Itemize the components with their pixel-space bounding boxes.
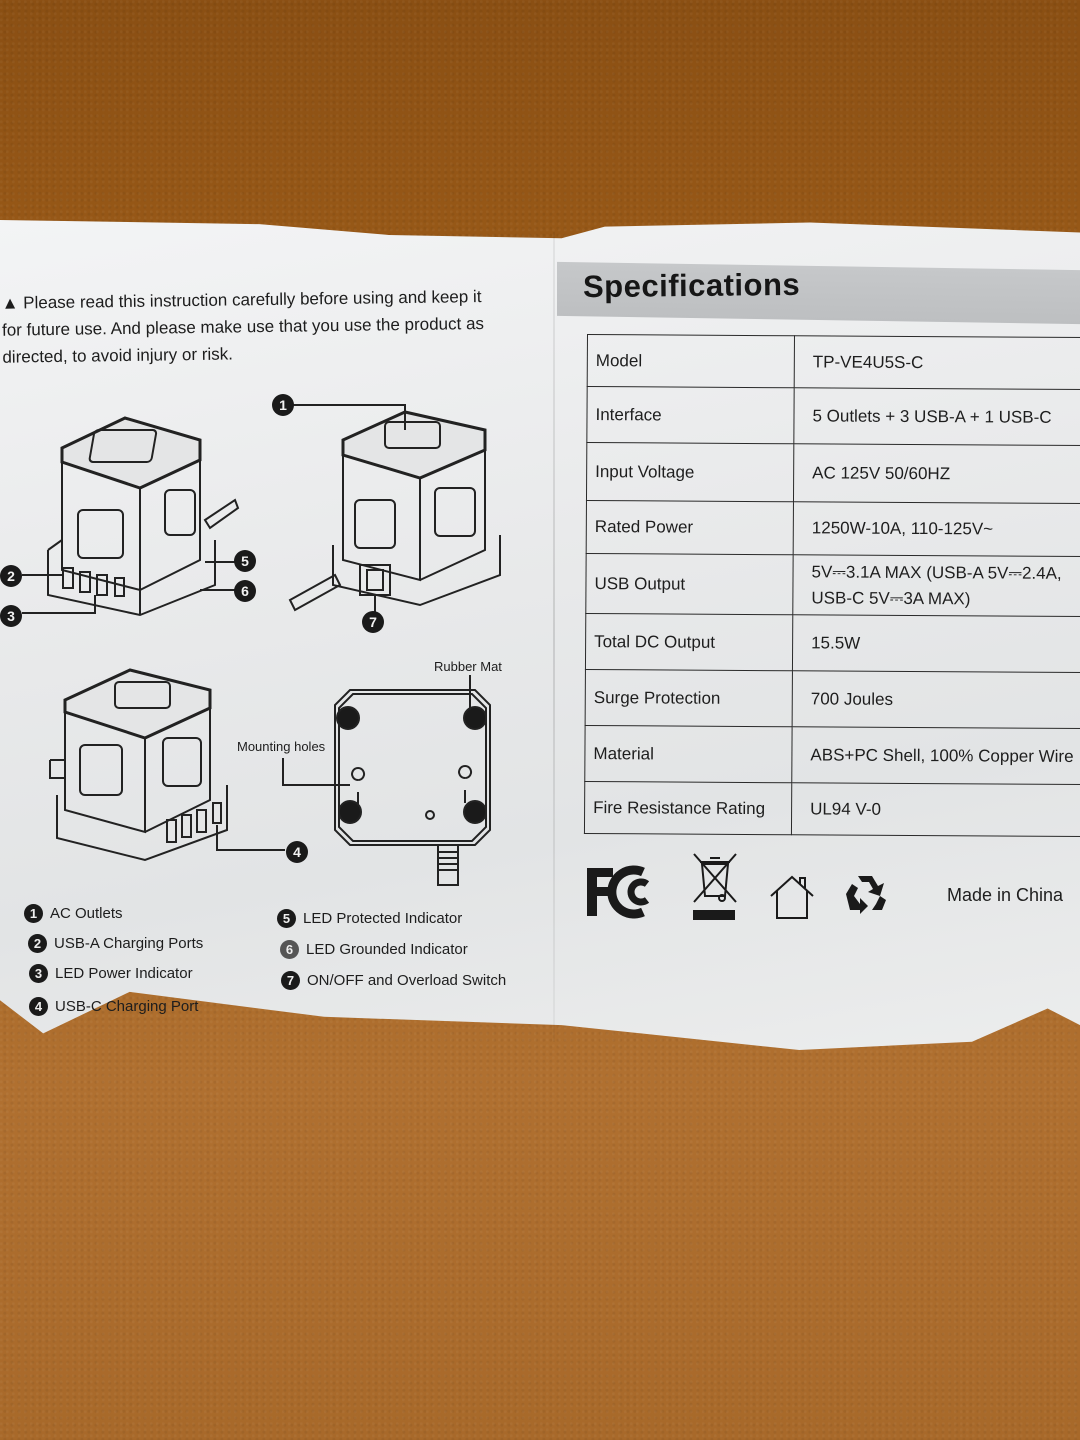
legend-number: 2 [28,934,47,953]
power-cube-front-view-diagram [22,416,240,617]
legend-number: 6 [280,940,299,959]
legend-label: AC Outlets [50,905,123,922]
spec-key: Fire Resistance Rating [584,781,792,835]
legend-item: 6 LED Grounded Indicator [280,940,468,959]
callout-5: 5 [234,550,256,572]
spec-value: 5 Outlets + 3 USB-A + 1 USB-C [793,387,1080,446]
spec-key: Total DC Output [585,613,793,671]
callout-3: 3 [0,605,22,627]
legend-item: 5 LED Protected Indicator [277,909,462,928]
legend-number: 4 [29,997,48,1016]
made-in-label: Made in China [947,885,1064,905]
legend-number: 5 [277,909,296,928]
spec-key: USB Output [585,553,794,615]
spec-value-multiline: 5V⎓3.1A MAX (USB-A 5V⎓2.4A, USB-C 5V⎓3A … [792,554,1080,617]
compliance-marks [585,852,1080,932]
safety-notice: ▲ Please read this instruction carefully… [1,282,532,370]
fcc-logo-icon [587,865,650,919]
power-cube-bottom-view-diagram [282,675,491,886]
spec-key: Material [584,725,793,783]
table-row: Fire Resistance Rating UL94 V-0 [584,781,1080,837]
rubber-mat-label: Rubber Mat [434,659,502,674]
spec-value: AC 125V 50/60HZ [793,443,1080,504]
table-row: Rated Power 1250W-10A, 110-125V~ [586,500,1080,557]
house-indoor-use-icon [770,875,814,919]
spec-value-line-1: 5V⎓3.1A MAX (USB-A 5V⎓2.4A, [811,561,1062,583]
legend-number: 7 [281,971,300,990]
mounting-holes-label: Mounting holes [237,739,326,754]
spec-value: 700 Joules [792,670,1080,729]
legend-label: LED Grounded Indicator [306,941,468,958]
spec-value: 1250W-10A, 110-125V~ [793,501,1080,557]
power-cube-switch-view-diagram [285,404,501,612]
spec-key: Surge Protection [585,669,793,727]
spec-key: Interface [586,386,795,444]
table-row: Total DC Output 15.5W [585,613,1080,673]
legend-item: 7 ON/OFF and Overload Switch [281,971,506,990]
spec-value: ABS+PC Shell, 100% Copper Wire [791,726,1080,785]
legend-item: 1 AC Outlets [24,904,123,923]
callout-7: 7 [362,611,384,633]
spec-table: Model TP-VE4U5S-C Interface 5 Outlets + … [584,334,1080,837]
table-row: Model TP-VE4U5S-C [587,334,1080,390]
power-cube-usb-view-diagram [49,668,285,862]
legend-label: LED Power Indicator [55,965,193,982]
spec-value: 15.5W [792,614,1080,673]
callout-1: 1 [272,394,294,416]
legend-label: ON/OFF and Overload Switch [307,972,507,989]
paper-fold-line [553,232,555,1042]
spec-title: Specifications [582,266,801,305]
table-row: Input Voltage AC 125V 50/60HZ [586,442,1080,504]
legend-item: 3 LED Power Indicator [29,964,193,983]
spec-key: Input Voltage [586,442,794,502]
legend-item: 4 USB-C Charging Port [29,997,198,1016]
table-row: USB Output 5V⎓3.1A MAX (USB-A 5V⎓2.4A, U… [585,553,1080,617]
spec-value-line-2: USB-C 5V⎓3A MAX) [811,587,971,608]
table-row: Surge Protection 700 Joules [585,669,1080,729]
callout-4: 4 [286,841,308,863]
spec-value: TP-VE4U5S-C [794,335,1080,390]
spec-value: UL94 V-0 [791,782,1080,837]
legend-label: LED Protected Indicator [303,910,463,927]
table-row: Interface 5 Outlets + 3 USB-A + 1 USB-C [586,386,1080,446]
recycle-icon [846,876,886,914]
weee-crossed-bin-icon [693,853,737,920]
legend-number: 1 [24,904,43,923]
legend-label: USB-A Charging Ports [54,935,204,952]
callout-2: 2 [0,565,22,587]
spec-key: Rated Power [586,500,794,555]
callout-6: 6 [234,580,256,602]
legend-item: 2 USB-A Charging Ports [28,934,203,953]
legend-number: 3 [29,964,48,983]
table-row: Material ABS+PC Shell, 100% Copper Wire [584,725,1080,785]
instruction-sheet [0,220,1080,1050]
legend-label: USB-C Charging Port [55,998,199,1015]
spec-key: Model [587,334,795,388]
